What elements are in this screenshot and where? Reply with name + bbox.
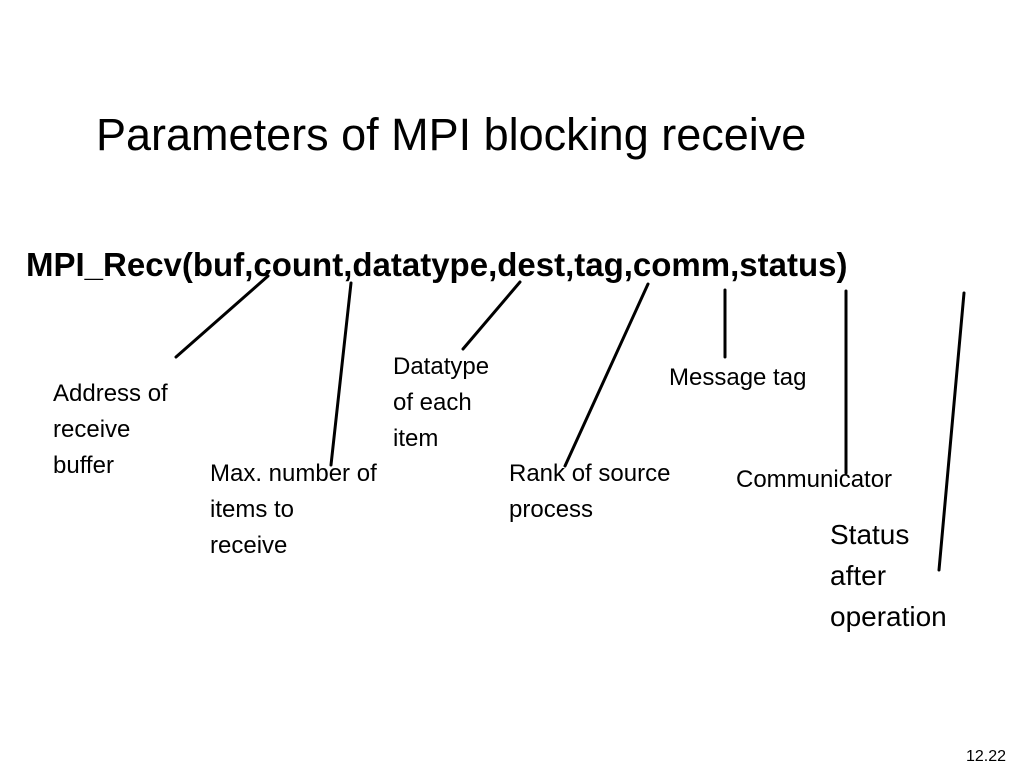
page-number: 12.22 [966, 748, 1007, 765]
leader-line-source [563, 282, 650, 468]
function-signature: MPI_Recv(buf,count,datatype,dest,tag,com… [26, 246, 848, 283]
label-comm: Communicator [736, 466, 893, 493]
label-status: Status after operation [830, 519, 947, 632]
label-count: Max. number of items to receive [210, 460, 377, 559]
leader-line-datatype [461, 280, 522, 351]
leader-line-count [329, 281, 353, 467]
slide-title: Parameters of MPI blocking receive [96, 109, 807, 160]
label-buf: Address of receive buffer [53, 380, 168, 479]
label-tag: Message tag [669, 364, 807, 391]
label-datatype: Datatype of each item [393, 353, 490, 452]
leader-line-status [937, 291, 966, 572]
leader-line-buf [174, 274, 270, 359]
label-source: Rank of source process [509, 460, 671, 523]
